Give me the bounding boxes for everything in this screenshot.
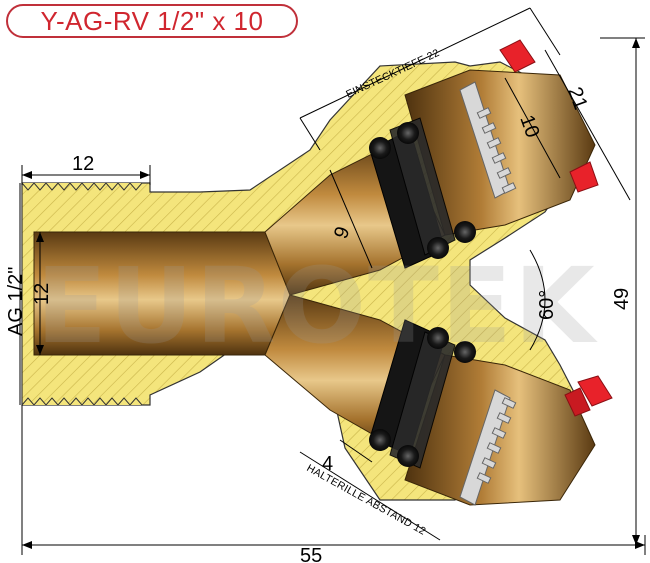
dim-ag-half: AG 1/2"	[5, 267, 27, 336]
dim-4: 4	[322, 453, 333, 475]
dim-12-top: 12	[72, 153, 94, 175]
dimension-lines	[19, 7, 646, 555]
page-title: Y-AG-RV 1/2" x 10	[40, 5, 264, 36]
dim-12-side: 12	[31, 283, 53, 305]
grip-ring-lower	[459, 389, 517, 506]
arrowheads	[22, 38, 645, 549]
watermark: EUROTEK	[36, 245, 598, 367]
red-clip-lower	[564, 375, 613, 417]
orings-lower	[369, 319, 476, 469]
red-clip-upper	[499, 39, 599, 193]
grip-ring-upper	[459, 81, 517, 199]
thread-top	[21, 182, 150, 406]
orings-upper	[369, 117, 476, 269]
title-box: Y-AG-RV 1/2" x 10	[6, 4, 298, 38]
dim-55: 55	[300, 545, 322, 563]
dim-49: 49	[611, 288, 633, 310]
dim-angle-60: 60°	[536, 290, 558, 320]
